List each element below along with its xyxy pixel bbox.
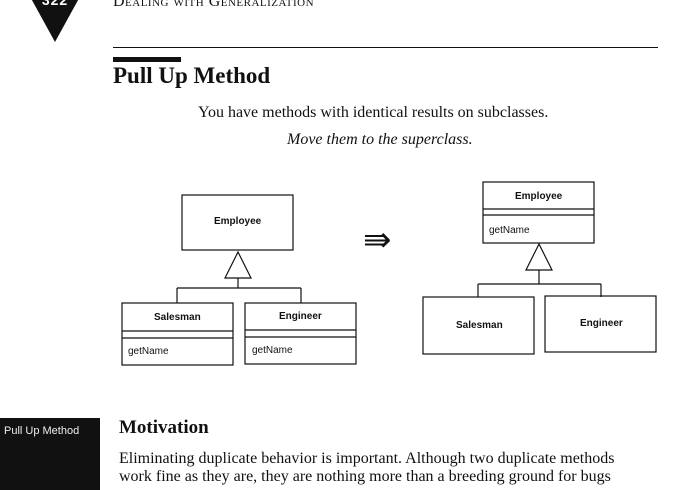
employee-class-name-after: Employee [515, 191, 563, 202]
employee-method-after: getName [489, 225, 530, 236]
inheritance-triangle-after [525, 242, 553, 271]
salesman-class-box-after [422, 296, 535, 355]
uml-before [121, 194, 357, 366]
salesman-class-box [121, 302, 234, 366]
engineer-class-name-after: Engineer [580, 318, 623, 329]
page-number: 322 [41, 0, 69, 8]
header-rule [113, 47, 658, 48]
side-tab-label: Pull Up Method [4, 425, 80, 437]
salesman-class-name: Salesman [154, 312, 201, 323]
running-head: Dealing with Generalization [113, 0, 315, 10]
employee-class-box [181, 194, 294, 251]
motivation-heading: Motivation [119, 417, 209, 438]
body-text-line: work fine as they are, they are nothing … [119, 468, 611, 485]
section-title: Pull Up Method [113, 63, 271, 88]
uml-after [422, 181, 657, 355]
transform-arrow: ⇛ [363, 220, 392, 260]
engineer-class-box-after [544, 295, 657, 353]
body-text-line: Eliminating duplicate behavior is import… [119, 450, 615, 467]
section-rule [113, 57, 181, 62]
salesman-method: getName [128, 346, 169, 357]
employee-class-name: Employee [214, 216, 262, 227]
salesman-class-name-after: Salesman [456, 320, 503, 331]
refactoring-summary: You have methods with identical results … [198, 104, 549, 121]
engineer-method: getName [252, 345, 293, 356]
employee-class-box-after [482, 181, 595, 244]
refactoring-sketch: Move them to the superclass. [287, 131, 473, 148]
engineer-class-box [244, 302, 357, 365]
side-thumb-tab [0, 418, 100, 490]
engineer-class-name: Engineer [279, 311, 322, 322]
inheritance-triangle [224, 250, 252, 279]
page-number-marker [31, 0, 79, 42]
